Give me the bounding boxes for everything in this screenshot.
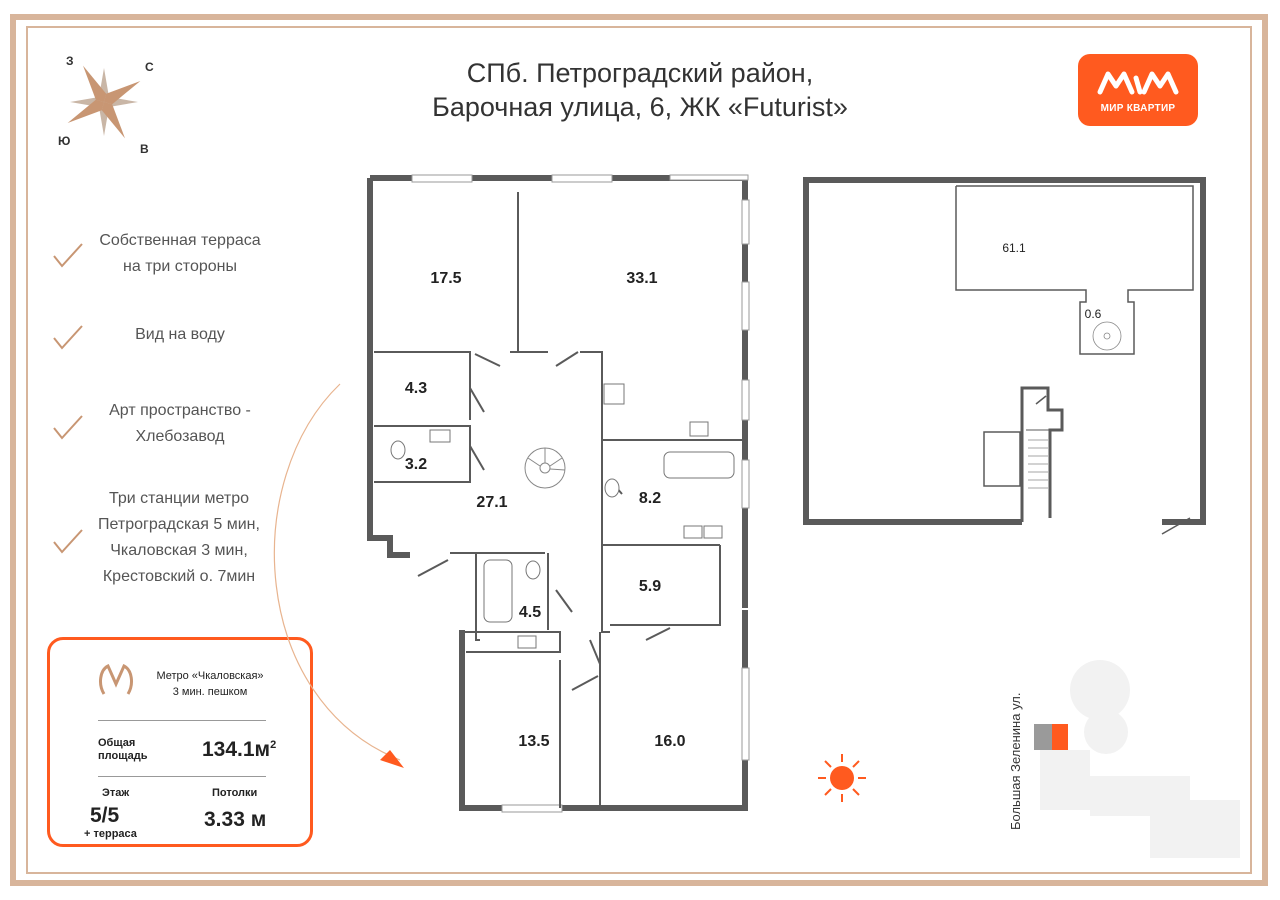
check-icon — [53, 529, 83, 554]
area-value: 134.1м2 — [202, 738, 276, 762]
wall-outer-bottom — [459, 610, 748, 811]
info-box: Метро «Чкаловская» 3 мин. пешком Общая п… — [47, 637, 313, 847]
area-label-1: Общая — [98, 737, 136, 749]
logo-mark-icon — [1097, 71, 1179, 95]
title-line-1: СПб. Петроградский район, — [466, 58, 814, 88]
title-line-2: Барочная улица, 6, ЖК «Futurist» — [432, 92, 848, 122]
sink-icon — [689, 421, 709, 437]
check-icon — [53, 325, 83, 350]
sun-path-arc — [273, 383, 401, 761]
metro-icon — [99, 663, 133, 695]
room-area-label: 27.1 — [476, 494, 508, 511]
check-icon — [53, 243, 83, 268]
sink-icon — [703, 525, 723, 539]
ceiling-label: Потолки — [212, 787, 258, 799]
feature-text: Арт пространство - — [109, 402, 251, 419]
room-area-label: 5.9 — [638, 578, 662, 595]
bathtub-icon — [483, 559, 513, 623]
inner-frame — [26, 26, 1252, 874]
toilet-icon — [604, 478, 620, 498]
moon-icon — [325, 360, 344, 393]
divider — [98, 720, 266, 721]
building-marker — [1034, 724, 1052, 750]
feature-text: на три стороны — [123, 258, 237, 275]
spiral-stair-icon — [524, 447, 566, 489]
room-area-label: 4.3 — [404, 380, 428, 397]
feature-art-space: Арт пространство - Хлебозавод — [80, 398, 280, 450]
logo-text: МИР КВАРТИР — [1100, 103, 1176, 114]
room-area-label: 13.5 — [518, 733, 550, 750]
outer-frame — [10, 14, 1268, 886]
ceiling-value: 3.33 м — [204, 808, 267, 831]
stove-icon — [603, 383, 625, 405]
floor-note: + терраса — [84, 828, 137, 840]
compass-east: В — [140, 142, 149, 156]
compass-west: З — [66, 54, 74, 68]
room-area-label: 3.2 — [404, 456, 428, 473]
feature-water-view: Вид на воду — [80, 322, 280, 348]
room-area-label: 4.5 — [518, 604, 542, 621]
spiral-stair-icon — [1092, 321, 1122, 351]
toilet-icon — [390, 440, 406, 460]
brand-logo[interactable]: МИР КВАРТИР — [1078, 54, 1198, 126]
floor-value: 5/5 — [90, 804, 120, 827]
terrace-area-label: 61.1 — [1002, 241, 1026, 255]
divider — [98, 776, 266, 777]
compass-north: С — [145, 60, 154, 74]
area-unit-sup: 2 — [270, 739, 277, 751]
feature-text: Собственная терраса — [99, 232, 261, 249]
location-map — [1040, 660, 1240, 858]
building-marker-highlight — [1052, 724, 1068, 750]
metro-name: Метро «Чкаловская» — [156, 670, 264, 682]
room-area-label: 33.1 — [626, 270, 658, 287]
room-area-label: 16.0 — [654, 733, 686, 750]
feature-metro: Три станции метро Петроградская 5 мин, Ч… — [74, 486, 284, 590]
feature-terrace: Собственная терраса на три стороны — [80, 228, 280, 280]
feature-text: Хлебозавод — [135, 428, 225, 445]
wall-outer-left — [367, 178, 410, 558]
area-label-2: площадь — [98, 750, 148, 762]
area-number: 134.1м — [202, 738, 271, 761]
bathtub-icon — [663, 451, 735, 479]
feature-text: Вид на воду — [135, 326, 225, 343]
metro-time: 3 мин. пешком — [172, 686, 248, 698]
room-area-label: 17.5 — [430, 270, 462, 287]
check-icon — [53, 415, 83, 440]
feature-text: Чкаловская 3 мин, — [110, 542, 248, 559]
toilet-icon — [525, 560, 541, 580]
feature-text: Крестовский о. 7мин — [102, 568, 256, 585]
compass-south: Ю — [58, 134, 71, 148]
sink-icon — [517, 635, 537, 649]
sink-icon — [683, 525, 703, 539]
sink-icon — [429, 429, 451, 443]
sun-path-arrow-icon — [380, 750, 404, 768]
feature-text: Петроградская 5 мин, — [98, 516, 260, 533]
floor-label: Этаж — [102, 787, 130, 799]
feature-text: Три станции метро — [108, 490, 249, 507]
room-area-label: 8.2 — [638, 490, 662, 507]
page-title: СПб. Петроградский район, Барочная улица… — [380, 56, 900, 124]
stair-area-label: 0.6 — [1084, 307, 1102, 321]
sun-icon — [818, 754, 866, 802]
street-label: Большая Зеленина ул. — [1008, 692, 1023, 830]
